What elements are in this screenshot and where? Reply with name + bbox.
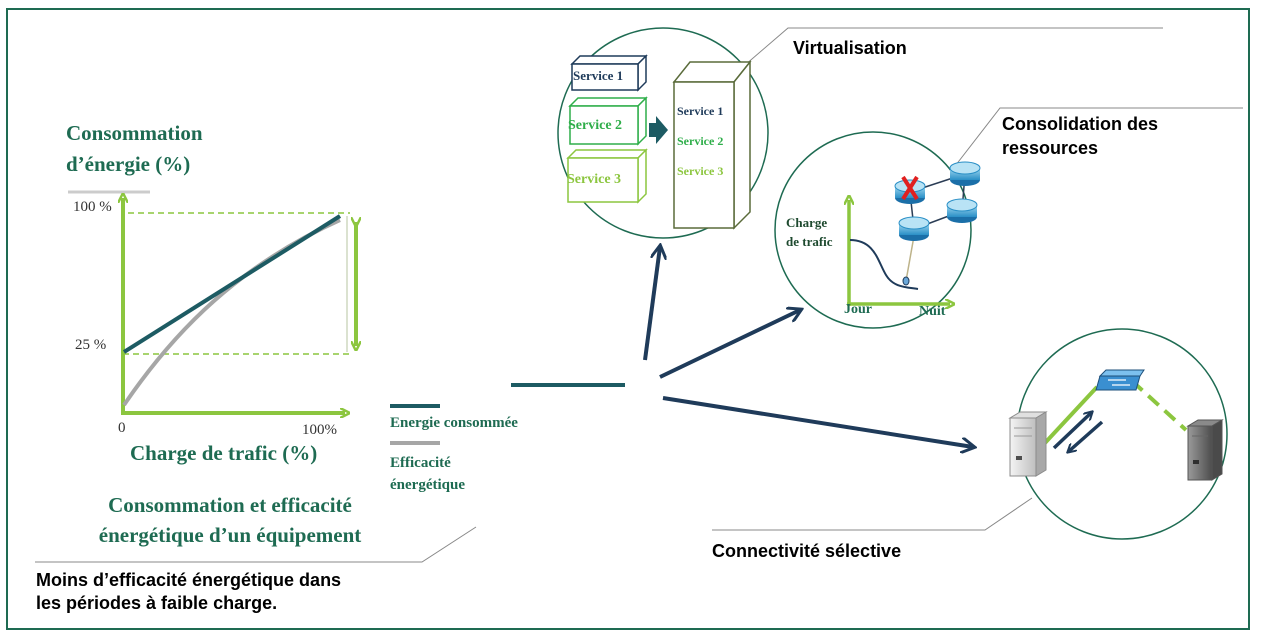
traffic-point bbox=[902, 276, 910, 286]
consolidation-panel bbox=[774, 107, 1243, 329]
energy-line bbox=[122, 214, 342, 354]
virtualisation-panel bbox=[557, 27, 1163, 239]
chart-x-label: Charge de trafic (%) bbox=[130, 441, 318, 465]
switch-icon bbox=[1095, 369, 1145, 391]
service-box-3 bbox=[566, 148, 648, 204]
connectivity-pointer bbox=[712, 497, 1033, 531]
traffic-curve bbox=[849, 239, 919, 290]
consolidation-y-label: Charge de trafic bbox=[786, 215, 833, 249]
legend-efficiency-label: Efficacité énergétique bbox=[390, 455, 465, 493]
router-off-cross-icon bbox=[901, 175, 919, 201]
service-left-1: Service 1 bbox=[573, 68, 624, 83]
connectivity-panel bbox=[712, 328, 1228, 540]
server-active-icon bbox=[1008, 411, 1048, 477]
service-box-1 bbox=[570, 54, 648, 92]
chart-caption: Consommation et efficacité énergétique d… bbox=[98, 493, 362, 547]
consolidation-title: Consolidation des ressources bbox=[1002, 114, 1159, 158]
active-link bbox=[1042, 385, 1099, 446]
legend-energy-label: Energie consommée bbox=[390, 415, 518, 431]
router-icon bbox=[898, 216, 930, 241]
arrow-to-virtualisation bbox=[643, 247, 660, 361]
traffic-arrow-up bbox=[1052, 412, 1092, 450]
energy-chart bbox=[35, 190, 477, 563]
router-icon bbox=[894, 179, 926, 204]
router-icon bbox=[949, 161, 981, 186]
service-right-1: Service 1 bbox=[677, 104, 724, 118]
router-link-line bbox=[905, 235, 915, 282]
service-right-3: Service 3 bbox=[677, 164, 724, 178]
consolidation-circle bbox=[774, 131, 972, 329]
consolidated-server-box bbox=[672, 59, 752, 230]
service-left-2: Service 2 bbox=[568, 118, 623, 133]
x-tick-0: 0 bbox=[118, 420, 126, 436]
consolidation-pointer bbox=[951, 107, 1243, 171]
traffic-arrow-down bbox=[1068, 420, 1104, 452]
service-left-3: Service 3 bbox=[567, 172, 622, 187]
low-load-note: Moins d’efficacité énergétique dans les … bbox=[36, 570, 342, 613]
service-box-2 bbox=[568, 96, 648, 146]
connectivity-title: Connectivité sélective bbox=[712, 541, 902, 561]
service-right-2: Service 2 bbox=[677, 134, 724, 148]
virtualisation-pointer bbox=[744, 27, 1163, 66]
y-tick-25: 25 % bbox=[75, 337, 107, 353]
y-tick-100: 100 % bbox=[73, 199, 112, 215]
consolidation-x-day: Jour bbox=[844, 302, 872, 317]
caption-underline bbox=[35, 526, 477, 563]
router-icon bbox=[946, 198, 978, 223]
consolidation-x-night: Nuit bbox=[919, 304, 946, 319]
server-sleeping-icon bbox=[1186, 419, 1224, 481]
virtualisation-title: Virtualisation bbox=[793, 38, 907, 58]
chart-y-label: Consommation d’énergie (%) bbox=[66, 121, 203, 176]
arrow-to-connectivity bbox=[662, 396, 973, 447]
x-tick-100: 100% bbox=[302, 422, 337, 438]
sleeping-link bbox=[1130, 379, 1188, 432]
arrow-to-consolidation bbox=[659, 310, 800, 379]
merge-arrow-icon bbox=[649, 116, 668, 144]
